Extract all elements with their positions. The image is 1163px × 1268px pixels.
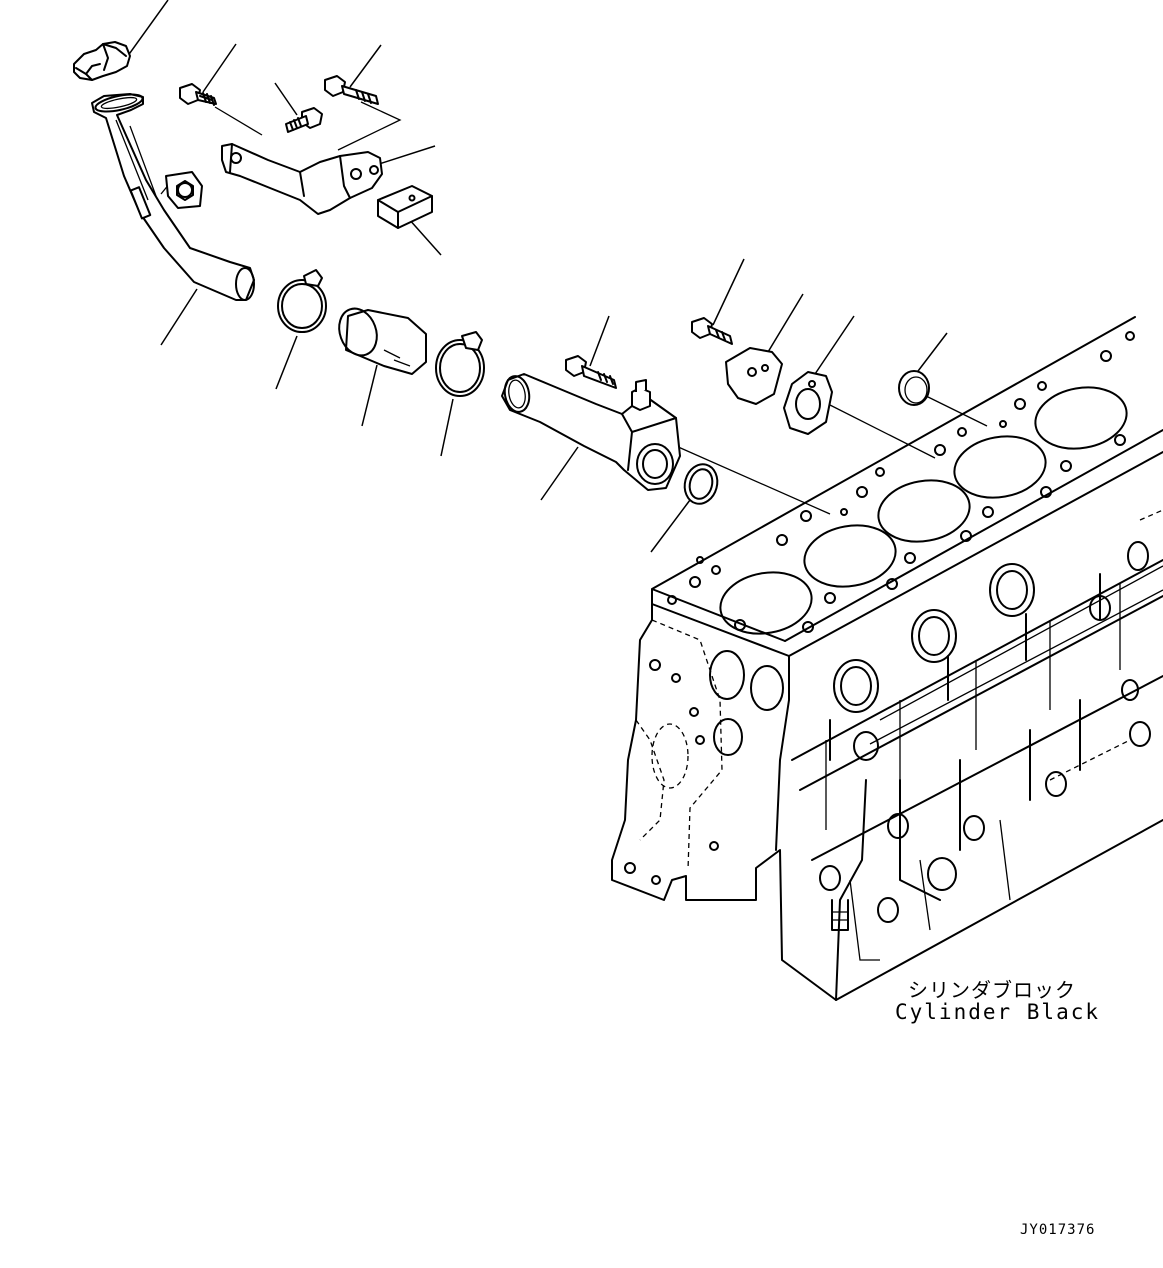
leader-elbow	[541, 447, 578, 500]
leader-bracket	[376, 146, 435, 165]
leader-bolt-right	[350, 45, 381, 87]
hose-clamp-left	[278, 270, 326, 332]
leader-bolt-cover	[713, 259, 744, 325]
deck-bolt-holes	[668, 332, 1134, 632]
leader-bolt-elbow	[590, 316, 609, 366]
leader-oring	[651, 500, 690, 552]
o-ring	[680, 461, 721, 508]
spacer-block	[378, 186, 432, 228]
component-label-english: Cylinder Black	[895, 1000, 1101, 1024]
leader-hose	[362, 365, 377, 426]
oil-filler-tube	[92, 91, 254, 300]
cover-gasket	[784, 372, 832, 434]
alignment-bolt-right	[338, 102, 400, 150]
alignment-bolt-holes	[215, 107, 262, 135]
leader-lines	[127, 0, 987, 552]
alignment-plug-block	[924, 395, 987, 426]
drawing-number: JY017376	[1020, 1222, 1096, 1238]
alignment-gasket-block	[826, 403, 935, 458]
hose-clamp-right	[436, 332, 484, 396]
leader-clamp-left	[276, 336, 297, 389]
leader-gasket	[813, 316, 854, 377]
rubber-hose	[333, 303, 426, 374]
flange-bolt-right	[325, 76, 378, 104]
elbow-pipe	[502, 374, 680, 490]
flange-bolt-left	[180, 84, 216, 105]
component-label-japanese: シリンダブロック	[908, 978, 1076, 1002]
support-bracket	[222, 144, 382, 214]
mounting-bolt	[566, 356, 616, 388]
cylinder-block	[612, 317, 1163, 1000]
leader-clamp-right	[441, 399, 453, 456]
leader-tube	[161, 289, 197, 345]
leader-bolt-center	[275, 83, 297, 115]
leader-block	[408, 218, 441, 255]
cover-plate	[726, 348, 782, 404]
flange-bolt-center	[286, 108, 322, 132]
leader-bolt-left	[203, 44, 236, 92]
expansion-plug	[899, 371, 929, 405]
leader-plug	[915, 333, 947, 375]
oil-filler-cap	[74, 42, 130, 80]
cover-bolt	[692, 318, 732, 344]
leader-cap	[127, 0, 168, 57]
